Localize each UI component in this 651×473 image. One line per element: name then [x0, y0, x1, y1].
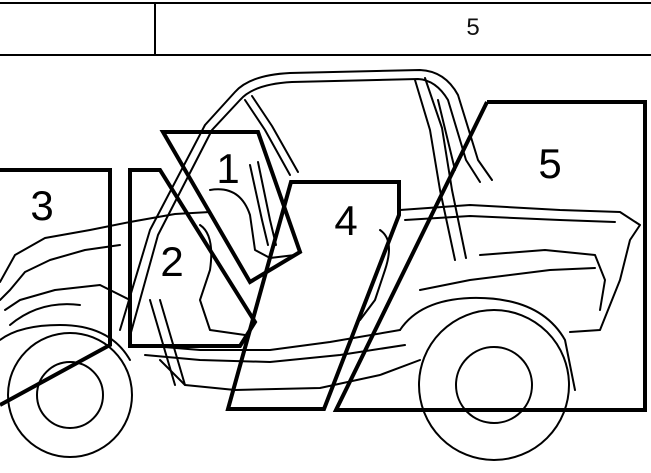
- zone-2-label: 2: [160, 238, 183, 285]
- zone-3-outline: [0, 168, 112, 407]
- zone-5-outline: [332, 100, 647, 412]
- header-right-cell: 5: [155, 0, 651, 55]
- header-table: 5: [0, 0, 651, 55]
- zone-4-label: 4: [334, 197, 357, 244]
- header-right-text: 5: [466, 14, 480, 41]
- zone-outlines: [0, 100, 647, 412]
- zone-3-label: 3: [30, 182, 53, 229]
- zone-5-label: 5: [538, 140, 561, 187]
- header-rules: [0, 2, 651, 56]
- vehicle-outline: [0, 69, 641, 461]
- zone-4-outline: [225, 180, 401, 411]
- zone-1-label: 1: [216, 145, 239, 192]
- zone-1-outline: [159, 130, 303, 285]
